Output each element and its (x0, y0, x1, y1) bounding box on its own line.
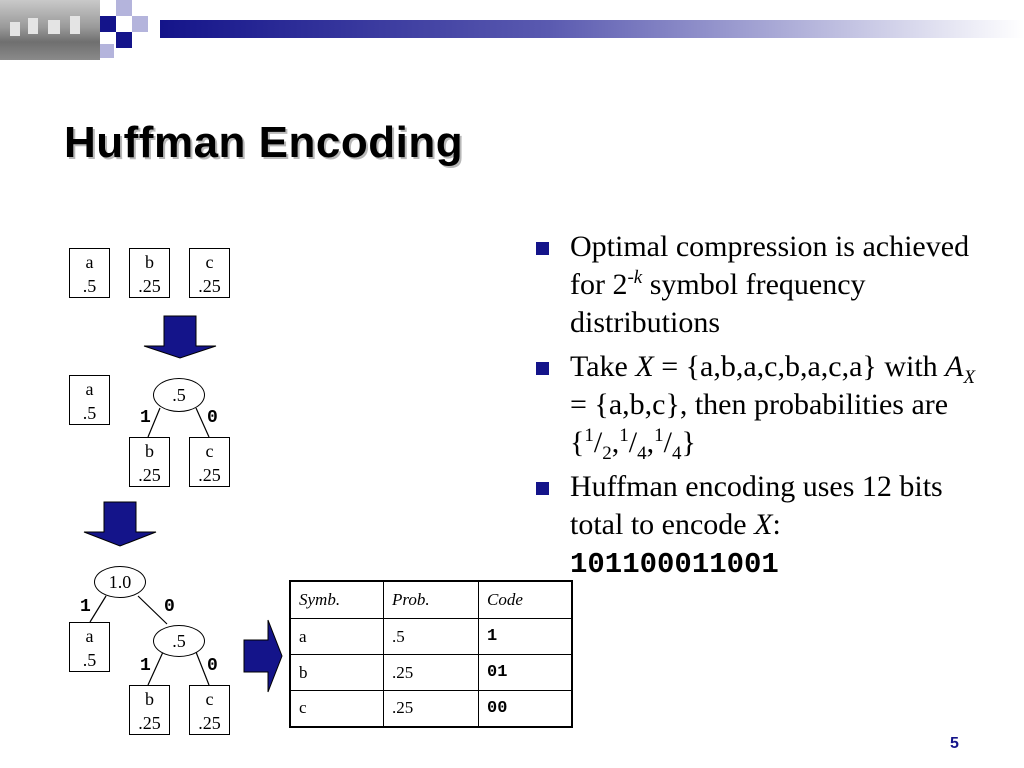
numerator: 1 (619, 425, 629, 446)
edge-line (195, 651, 210, 686)
exponent: -k (627, 267, 643, 288)
table-cell: .25 (383, 690, 479, 727)
leaf-box-a: a .5 (69, 375, 110, 425)
right-arrow-icon (243, 619, 283, 693)
leaf-symbol: b (145, 689, 154, 709)
leaf-symbol: c (205, 252, 214, 272)
leaf-symbol: a (85, 379, 94, 399)
edge-line (147, 651, 164, 686)
edge-label-right: 0 (164, 597, 175, 617)
leaf-symbol: c (205, 689, 214, 709)
denominator: 2 (602, 443, 612, 464)
edge-label-left: 1 (140, 408, 151, 428)
bullet-item: Huffman encoding uses 12 bits total to e… (532, 468, 992, 584)
edge-line (89, 595, 107, 623)
bullet-square-icon (536, 242, 549, 255)
leaf-probability: .25 (198, 465, 221, 485)
leaf-box-b: b .25 (129, 685, 170, 735)
code-table: Symb. Prob. Code a .5 1 b .25 01 c .25 0… (289, 580, 573, 728)
leaf-probability: .5 (82, 276, 97, 296)
leaf-probability: .5 (82, 403, 97, 423)
leaf-symbol: b (145, 252, 154, 272)
bullet-square-icon (536, 362, 549, 375)
leaf-symbol: a (85, 626, 94, 646)
bullet-square-icon (536, 482, 549, 495)
leaf-probability: .25 (138, 713, 161, 733)
edge-label-right: 0 (207, 656, 218, 676)
leaf-symbol: a (85, 252, 94, 272)
leaf-symbol: b (145, 441, 154, 461)
bullet-text: symbol frequency distributions (570, 268, 866, 339)
leaf-box-c: c .25 (189, 685, 230, 735)
leaf-probability: .25 (138, 465, 161, 485)
leaf-box-c: c .25 (189, 248, 230, 298)
bullet-list: Optimal compression is achieved for 2-k … (532, 228, 992, 590)
encoded-bits: 101100011001 (570, 548, 779, 581)
leaf-box-c: c .25 (189, 437, 230, 487)
down-arrow-icon (143, 315, 217, 359)
tree-node-root: .5 (153, 378, 205, 412)
page-number: 5 (950, 735, 959, 752)
bullet-text: Take (570, 350, 636, 383)
denominator: 4 (671, 443, 682, 464)
brace: } (681, 426, 696, 459)
bullet-item: Take X = {a,b,a,c,b,a,c,a} with AX = {a,… (532, 348, 992, 464)
denominator: 4 (637, 443, 647, 464)
variable-a: A (945, 350, 964, 383)
header-squares (100, 0, 160, 60)
bullet-text: Optimal compression is achieved for 2 (570, 230, 970, 301)
bullet-item: Optimal compression is achieved for 2-k … (532, 228, 992, 342)
column-header: Prob. (383, 580, 479, 619)
header-photo (0, 0, 100, 60)
variable-x: X (754, 508, 773, 541)
bullet-text: = {a,b,c}, then probabilities are (570, 388, 949, 421)
table-cell: .25 (383, 654, 479, 691)
table-cell: b (289, 654, 384, 691)
table-cell: 00 (478, 690, 573, 727)
leaf-box-a: a .5 (69, 622, 110, 672)
leaf-probability: .5 (82, 650, 97, 670)
table-cell: .5 (383, 618, 479, 655)
column-header: Symb. (289, 580, 384, 619)
brace: { (570, 426, 585, 459)
variable-x: X (635, 350, 654, 383)
leaf-probability: .25 (198, 276, 221, 296)
table-row: b .25 01 (289, 654, 573, 691)
table-cell: c (289, 690, 384, 727)
tree-node-root: 1.0 (94, 566, 146, 598)
leaf-box-b: b .25 (129, 437, 170, 487)
edge-line (137, 595, 168, 625)
numerator: 1 (654, 425, 664, 446)
edge-line (195, 407, 210, 438)
tree-node-inner: .5 (153, 625, 205, 657)
edge-label-left: 1 (140, 656, 151, 676)
leaf-probability: .25 (198, 713, 221, 733)
slide-title: Huffman Encoding (64, 118, 464, 167)
table-cell: 01 (478, 654, 573, 691)
header-band (160, 20, 1024, 38)
column-header: Code (478, 580, 573, 619)
leaf-box-b: b .25 (129, 248, 170, 298)
leaf-probability: .25 (138, 276, 161, 296)
edge-line (147, 407, 161, 438)
table-row: a .5 1 (289, 618, 573, 655)
subscript-x: X (963, 367, 976, 388)
bullet-text: Huffman encoding uses 12 bits total to e… (570, 470, 943, 541)
leaf-box-a: a .5 (69, 248, 110, 298)
table-cell: 1 (478, 618, 573, 655)
table-header-row: Symb. Prob. Code (289, 580, 573, 619)
bullet-text: = {a,b,a,c,b,a,c,a} with (653, 350, 946, 383)
numerator: 1 (584, 425, 594, 446)
edge-label-right: 0 (207, 408, 218, 428)
table-cell: a (289, 618, 384, 655)
down-arrow-icon (83, 501, 157, 547)
leaf-symbol: c (205, 441, 214, 461)
edge-label-left: 1 (80, 597, 91, 617)
table-row: c .25 00 (289, 690, 573, 727)
bullet-text: : (772, 508, 781, 541)
